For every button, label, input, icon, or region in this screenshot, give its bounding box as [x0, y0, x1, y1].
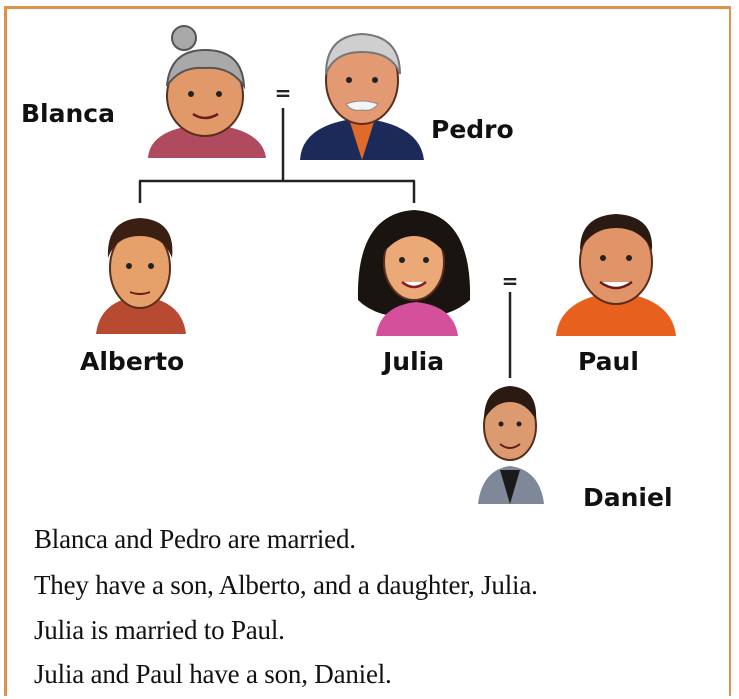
blanca-portrait [148, 25, 266, 158]
sentence-1: Blanca and Pedro are married. [34, 524, 356, 554]
name-pedro: Pedro [431, 115, 514, 144]
marriage-symbol-1: = [275, 81, 292, 105]
name-alberto: Alberto [80, 347, 185, 376]
pedro-portrait [300, 32, 424, 160]
sentence-4: Julia and Paul have a son, Daniel. [34, 659, 392, 689]
name-paul: Paul [578, 347, 639, 376]
name-julia: Julia [383, 347, 445, 376]
name-blanca: Blanca [21, 99, 115, 128]
marriage-symbol-2: = [502, 269, 519, 293]
paul-portrait [556, 214, 676, 336]
name-daniel: Daniel [583, 483, 673, 512]
sentence-2: They have a son, Alberto, and a daughter… [34, 570, 538, 600]
alberto-portrait [96, 218, 186, 334]
daniel-portrait [478, 386, 544, 504]
julia-portrait [357, 210, 471, 336]
sentence-3: Julia is married to Paul. [34, 615, 285, 645]
